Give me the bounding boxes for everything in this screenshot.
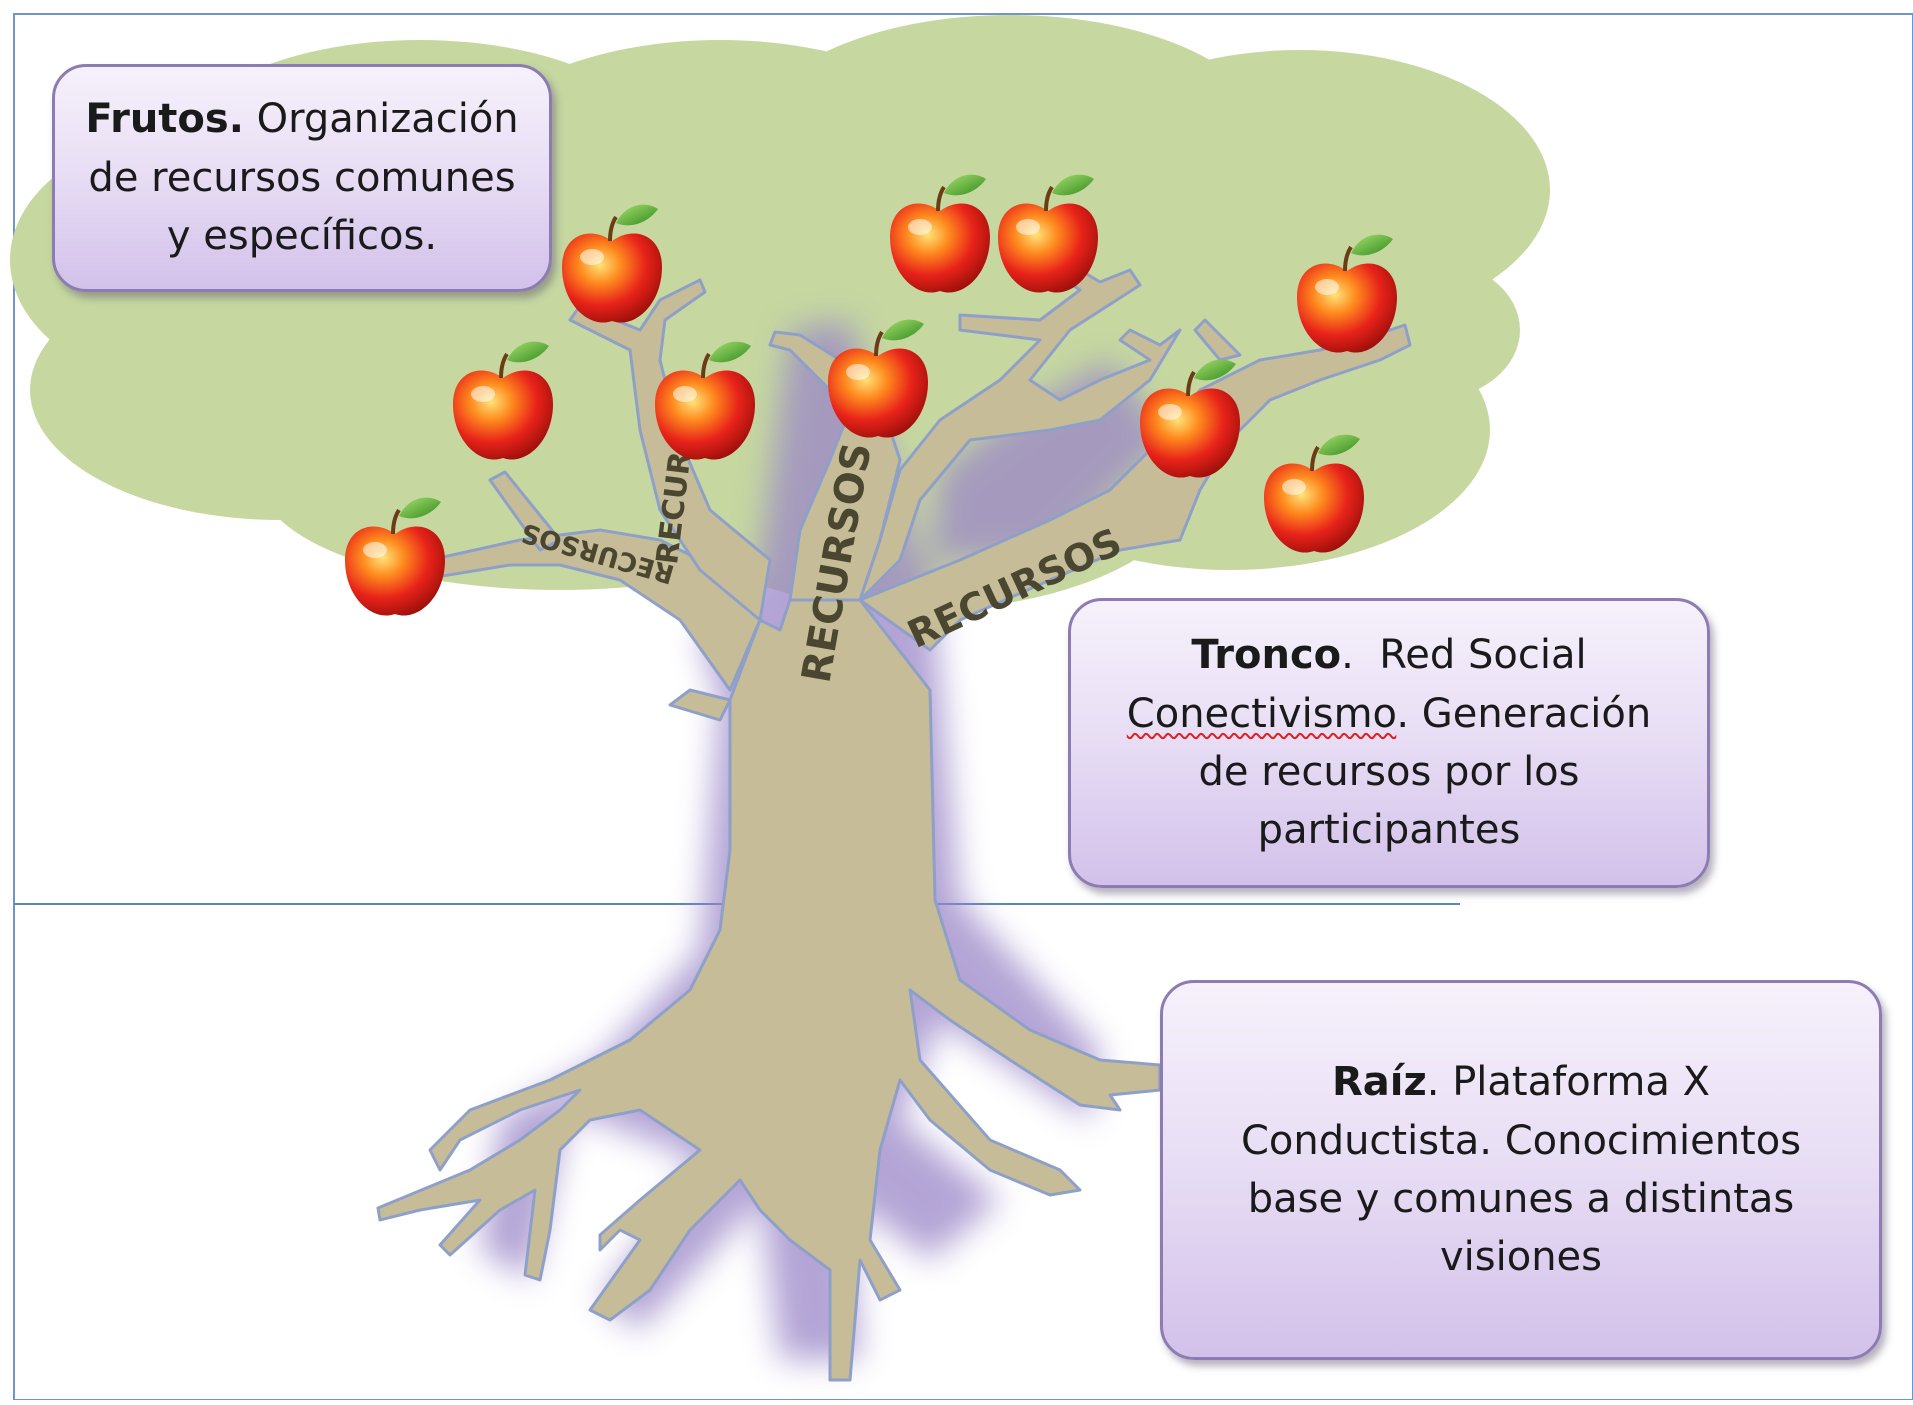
callout-tronco-spellcheck-word: Conectivismo	[1126, 690, 1397, 737]
callout-tronco: Tronco. Red Social Conectivismo. Generac…	[1068, 598, 1710, 888]
callout-tronco-line3: de recursos por los	[1198, 749, 1580, 795]
callout-frutos-line1: Organización	[256, 96, 519, 143]
callout-tronco-line1: Red Social	[1379, 632, 1587, 679]
branch-right	[858, 323, 1412, 652]
callout-tronco-line2: . Generación	[1396, 690, 1652, 737]
tree-trunk	[376, 598, 1162, 1382]
callout-raiz: Raíz. Plataforma X Conductista. Conocimi…	[1160, 980, 1882, 1360]
callout-frutos-title: Frutos.	[85, 96, 244, 143]
callout-frutos-line2: de recursos comunes	[88, 154, 516, 201]
callout-frutos: Frutos. Organización de recursos comunes…	[52, 64, 552, 292]
callout-raiz-title-punct: .	[1426, 1059, 1440, 1106]
callout-tronco-title: Tronco	[1191, 632, 1342, 679]
branch-upper-right	[858, 256, 1182, 602]
callout-raiz-line3: base y comunes a distintas	[1247, 1176, 1795, 1222]
callout-tronco-line4: participantes	[1257, 807, 1521, 854]
callout-raiz-line1: Plataforma X	[1452, 1059, 1711, 1106]
branch-upper-left	[568, 278, 772, 622]
callout-raiz-line4: visiones	[1439, 1234, 1602, 1281]
callout-frutos-line3: y específicos.	[166, 213, 438, 260]
callout-raiz-title: Raíz	[1331, 1059, 1427, 1106]
callout-raiz-line2: Conductista. Conocimientos	[1240, 1117, 1802, 1164]
callout-tronco-title-punct: .	[1341, 632, 1354, 679]
